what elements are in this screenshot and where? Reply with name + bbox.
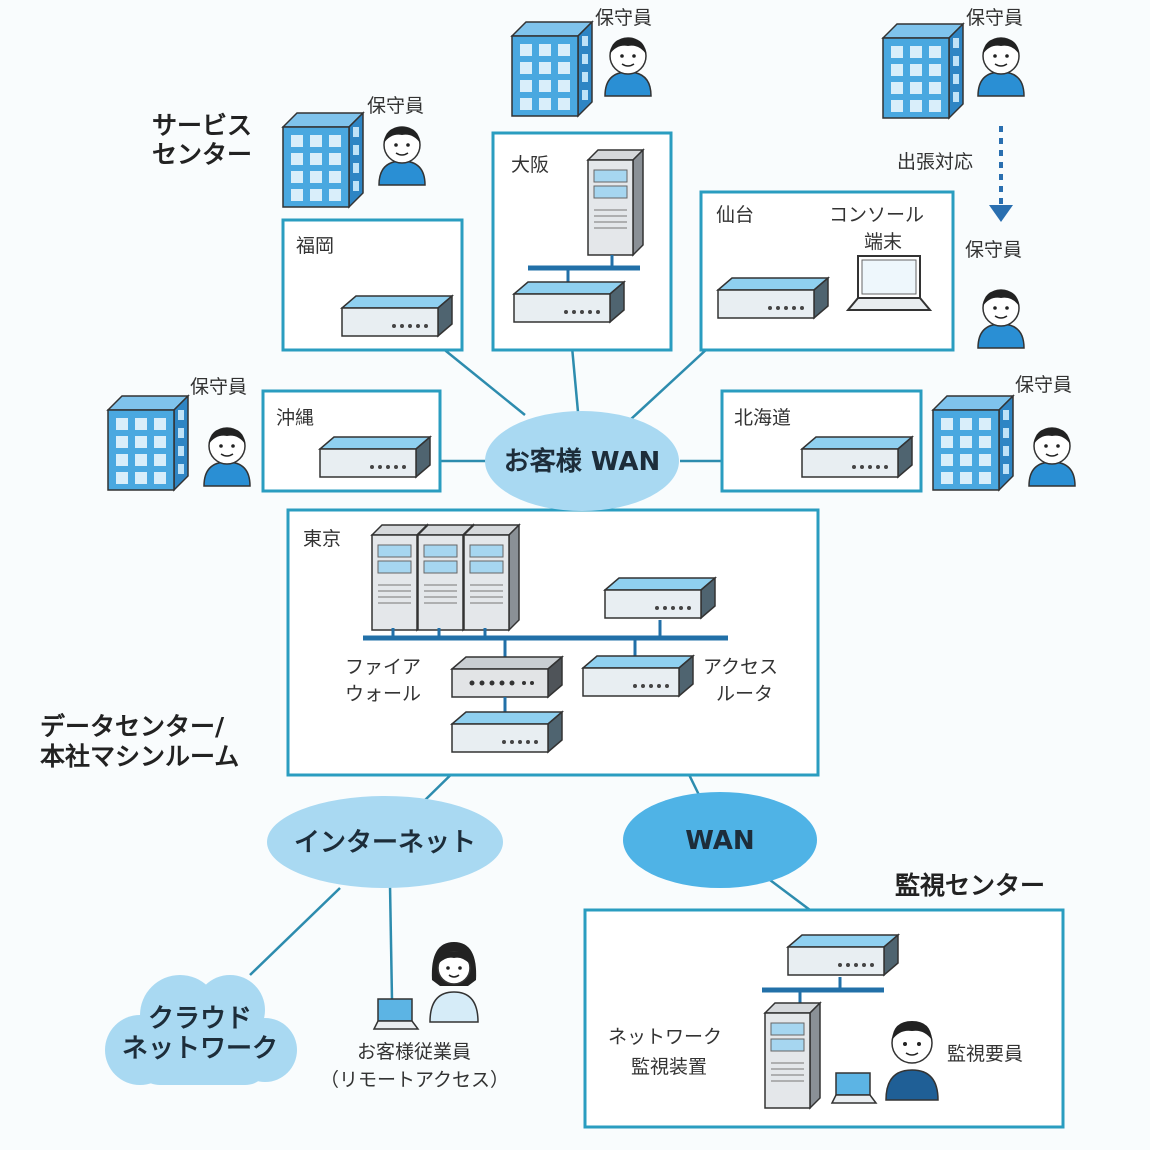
server-icon-monitor <box>764 1002 821 1109</box>
label-firewall-2: ウォール <box>345 683 421 705</box>
label-internet: インターネット <box>294 828 476 858</box>
label-network-monitor-1: ネットワーク <box>608 1026 722 1048</box>
label-console-1: コンソール <box>829 204 924 226</box>
person-icon-staff-okinawa <box>203 427 251 487</box>
label-console-2: 端末 <box>864 231 902 253</box>
person-icon-employee <box>429 942 479 1023</box>
router-icon-tokyo-wan <box>604 577 716 619</box>
label-okinawa: 沖縄 <box>276 407 314 429</box>
label-cloud-network-1: クラウド <box>148 1004 252 1034</box>
person-icon-staff-service-center <box>378 126 426 186</box>
laptop-icon-console <box>847 255 931 311</box>
router-icon-okinawa <box>319 436 431 478</box>
router-icon-hokkaido <box>801 436 913 478</box>
router-icon-internet <box>451 711 563 753</box>
laptop-icon-employee <box>373 998 419 1030</box>
label-network-monitor-2: 監視装置 <box>631 1056 707 1078</box>
label-hokkaido: 北海道 <box>734 407 791 429</box>
label-business-trip: 出張対応 <box>897 151 973 173</box>
label-cloud-network-2: ネットワーク <box>122 1034 278 1064</box>
internet-cloud <box>267 796 503 888</box>
label-monitoring-center: 監視センター <box>895 871 1045 900</box>
label-customer-employee-2: （リモートアクセス） <box>320 1069 509 1091</box>
label-staff-service-center: 保守員 <box>367 95 424 117</box>
router-icon-monitoring <box>787 934 899 976</box>
label-firewall-1: ファイア <box>345 656 421 678</box>
server-icon-tokyo-3 <box>463 524 520 631</box>
label-fukuoka: 福岡 <box>296 235 334 257</box>
label-staff-osaka: 保守員 <box>595 7 652 29</box>
router-icon-osaka <box>513 281 625 323</box>
label-access-router-2: ルータ <box>716 683 773 705</box>
router-icon-sendai <box>717 277 829 319</box>
label-tokyo: 東京 <box>303 528 341 550</box>
building-icon-trip <box>882 23 964 119</box>
label-customer-employee-1: お客様従業員 <box>357 1041 471 1063</box>
wan-cloud <box>623 792 817 888</box>
label-staff-trip-bottom: 保守員 <box>965 239 1022 261</box>
label-staff-trip-top: 保守員 <box>966 7 1023 29</box>
router-icon-fukuoka <box>341 295 453 337</box>
firewall-icon <box>451 656 563 698</box>
label-wan: WAN <box>685 826 754 856</box>
person-icon-staff-osaka <box>604 37 652 97</box>
customer-wan-cloud <box>485 411 679 511</box>
person-icon-staff-hokkaido <box>1028 427 1076 487</box>
label-service-center-2: センター <box>152 140 252 169</box>
label-datacenter-2: 本社マシンルーム <box>40 742 239 771</box>
person-icon-monitoring-staff <box>885 1021 939 1101</box>
label-staff-okinawa: 保守員 <box>190 376 247 398</box>
building-icon-hokkaido <box>932 395 1014 491</box>
server-icon-osaka <box>587 149 644 256</box>
building-icon-osaka <box>511 21 593 117</box>
label-osaka: 大阪 <box>511 154 549 176</box>
label-access-router-1: アクセス <box>703 656 778 678</box>
label-customer-wan: お客様 WAN <box>504 446 660 477</box>
laptop-icon-monitoring <box>831 1072 877 1104</box>
building-icon-service-center <box>282 112 364 208</box>
label-monitoring-staff: 監視要員 <box>947 1043 1023 1065</box>
label-datacenter-1: データセンター/ <box>40 712 225 741</box>
label-service-center-1: サービス <box>152 111 252 140</box>
arrow-down-icon <box>989 205 1013 222</box>
building-icon-okinawa <box>107 395 189 491</box>
router-icon-access <box>582 655 694 697</box>
label-staff-hokkaido: 保守員 <box>1015 374 1072 396</box>
person-icon-staff-trip-bottom <box>977 289 1025 349</box>
person-icon-staff-trip-top <box>977 37 1025 97</box>
label-sendai: 仙台 <box>716 204 754 226</box>
